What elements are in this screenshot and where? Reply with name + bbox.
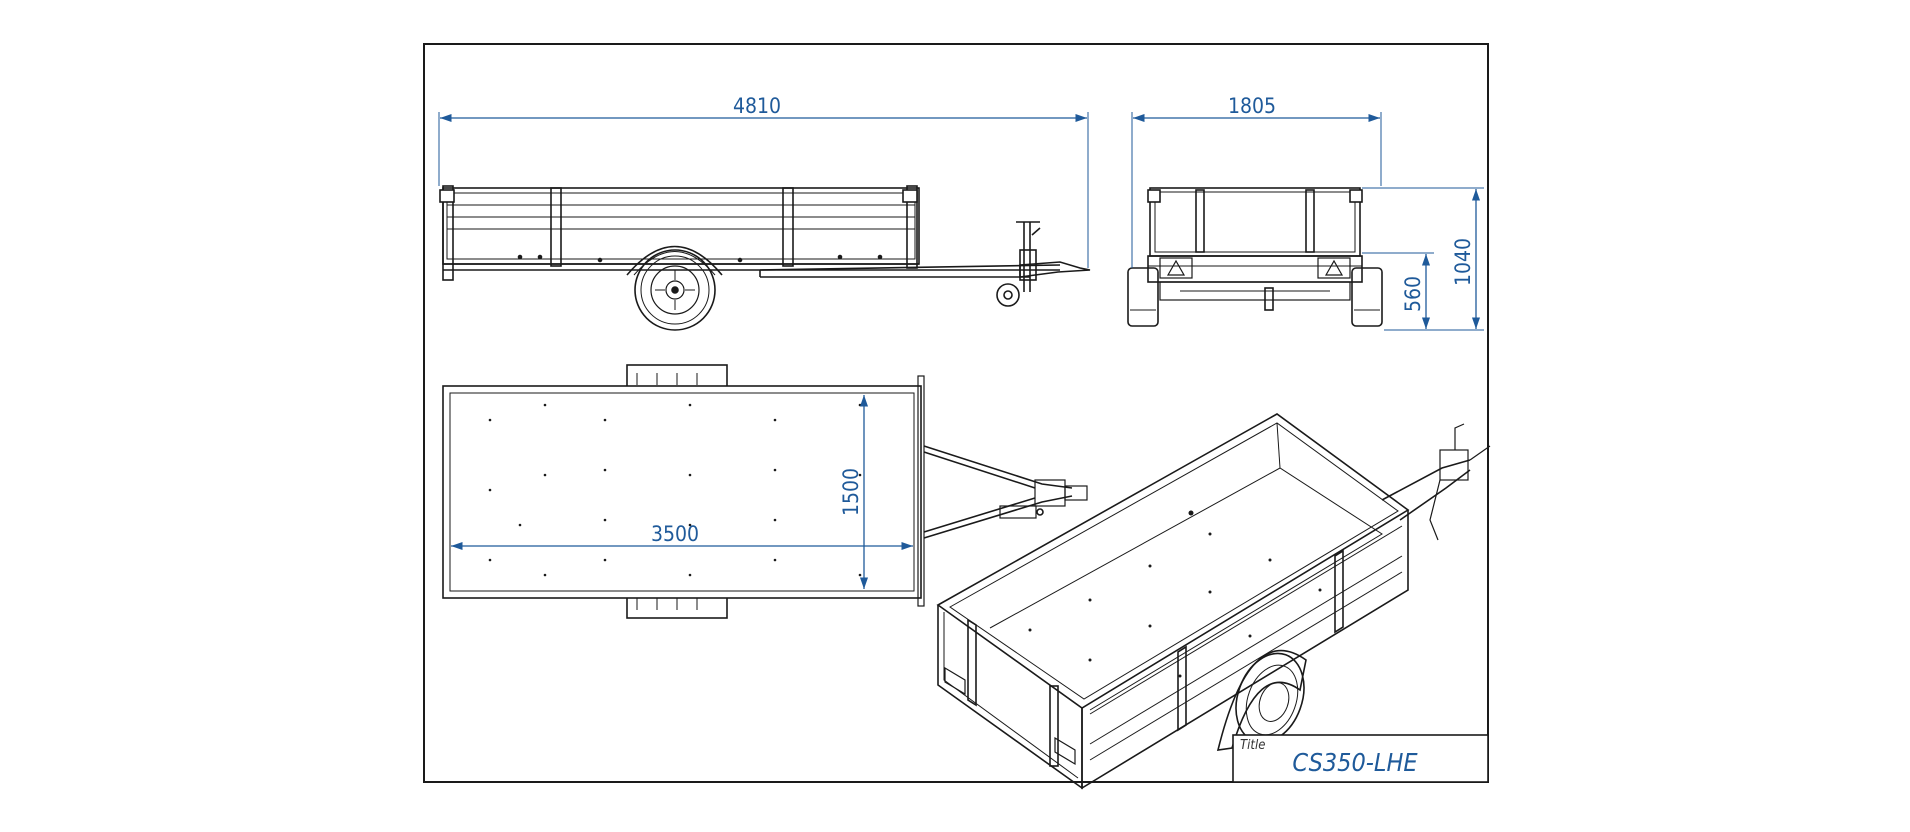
dimension-top-length: 3500 [451, 522, 913, 551]
title-block-label: Title [1240, 738, 1265, 753]
dimension-top-width: 1500 [839, 395, 869, 589]
isometric-rivets [1028, 510, 1322, 678]
dimension-label-rear-height-frame: 560 [1401, 276, 1425, 312]
side-view [439, 185, 1091, 331]
drawing-border [423, 43, 1489, 783]
dimension-label-rear-width: 1805 [1228, 94, 1276, 118]
dimension-rear-height-total: 1040 [1362, 187, 1484, 331]
title-block-value: CS350-LHE [1292, 748, 1418, 777]
dimension-side-length: 4810 [438, 94, 1089, 268]
dimension-label-top-width: 1500 [839, 468, 863, 516]
title-block: Title CS350-LHE [1232, 734, 1489, 783]
top-view [442, 364, 1088, 619]
dimension-rear-height-frame: 560 [1362, 252, 1434, 329]
dimension-label-top-length: 3500 [651, 522, 699, 546]
rear-view [1127, 187, 1383, 327]
isometric-view [936, 413, 1491, 790]
dimension-rear-width: 1805 [1131, 94, 1382, 268]
dimension-label-rear-height-total: 1040 [1451, 238, 1475, 286]
dimension-label-side-length: 4810 [733, 94, 781, 118]
